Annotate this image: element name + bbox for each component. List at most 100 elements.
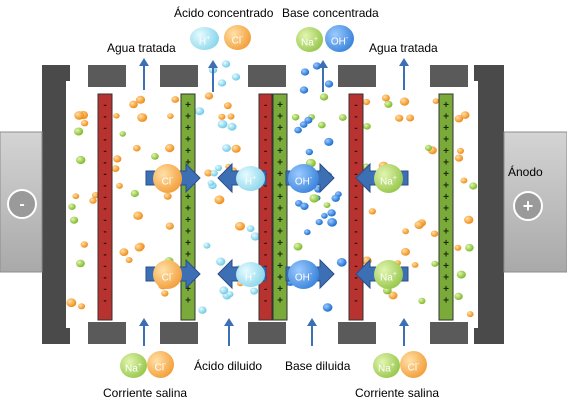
membrane-minus-sign: -	[264, 284, 267, 295]
chloride-particle	[223, 102, 232, 110]
membrane-minus-sign: -	[103, 181, 106, 192]
membrane-plus-sign: +	[277, 146, 283, 157]
membrane-plus-sign: +	[443, 123, 449, 134]
hydroxide-particle	[315, 219, 323, 226]
membrane-minus-sign: -	[354, 146, 357, 157]
chloride-particle	[381, 94, 390, 102]
na-ion-bottom-left: Na+	[120, 353, 147, 378]
proton-particle	[250, 287, 259, 295]
h-ion-top: H+	[190, 27, 219, 50]
chloride-particle	[399, 97, 410, 106]
chloride-particle	[116, 182, 123, 189]
membrane-plus-sign: +	[185, 192, 191, 203]
treated-water-left-arrow-head	[139, 58, 149, 66]
membrane-plus-sign: +	[277, 261, 283, 272]
spacer-bottom	[430, 322, 468, 344]
sodium-particle	[363, 123, 371, 130]
membrane-plus-sign: +	[277, 296, 283, 307]
membrane-minus-sign: -	[354, 215, 357, 226]
membrane-minus-sign: -	[264, 227, 267, 238]
sodium-particle	[76, 155, 86, 165]
chloride-particle	[72, 193, 80, 200]
hydroxide-particle	[300, 68, 310, 76]
membrane-minus-sign: -	[354, 204, 357, 215]
membrane-minus-sign: -	[103, 123, 106, 134]
right-frame-wall	[478, 65, 504, 344]
chloride-particle	[125, 257, 133, 263]
base-concentrated-label: Base concentrada	[282, 6, 379, 20]
membrane-minus-sign: -	[354, 261, 357, 272]
chloride-particle	[163, 192, 172, 200]
acid-diluted-inlet-arrow-head	[224, 318, 234, 326]
chloride-particle	[133, 211, 144, 220]
spacer-bottom	[338, 322, 376, 344]
membrane-plus-sign: +	[185, 250, 191, 261]
hydroxide-particle	[300, 202, 309, 210]
hydroxide-particle	[321, 212, 328, 219]
membrane-minus-sign: -	[103, 273, 106, 284]
membrane-minus-sign: -	[264, 215, 267, 226]
membrane-plus-sign: +	[443, 250, 449, 261]
sodium-particle	[74, 127, 84, 136]
saline-stream-right-label: Corriente salina	[355, 386, 440, 400]
membrane-minus-sign: -	[103, 250, 106, 261]
membrane-plus-sign: +	[277, 123, 283, 134]
oh-ion-lower: OH-	[288, 260, 319, 289]
chloride-particle	[460, 111, 470, 119]
acid-diluted-label: Ácido diluido	[194, 359, 263, 373]
frame-lip	[474, 328, 478, 344]
spacer-bottom	[88, 322, 126, 344]
saline-inlet-left-arrow-head	[139, 318, 149, 326]
membrane-plus-sign: +	[443, 181, 449, 192]
membrane-plus-sign: +	[185, 296, 191, 307]
membrane-plus-sign: +	[185, 112, 191, 123]
sodium-particle	[293, 242, 303, 251]
chloride-particle	[231, 144, 241, 153]
membrane-minus-sign: -	[103, 112, 106, 123]
sodium-particle	[338, 114, 347, 121]
membrane-minus-sign: -	[103, 296, 106, 307]
membrane-minus-sign: -	[103, 158, 106, 169]
base-diluted-inlet-arrow-head	[307, 318, 317, 326]
membrane-plus-sign: +	[185, 215, 191, 226]
membrane-plus-sign: +	[277, 112, 283, 123]
sodium-particle	[68, 203, 76, 210]
proton-particle	[217, 79, 227, 87]
membrane-minus-sign: -	[354, 192, 357, 203]
membrane-plus-sign: +	[185, 238, 191, 249]
chloride-particle	[401, 248, 410, 256]
spacer-bottom	[160, 322, 198, 344]
sodium-particle	[130, 189, 139, 198]
membrane-plus-sign: +	[277, 204, 283, 215]
proton-particle	[215, 164, 222, 172]
chloride-particle	[402, 228, 409, 235]
hydroxide-particle	[299, 86, 309, 94]
base-diluted-label: Base diluida	[285, 359, 351, 373]
saline-inlet-right-arrow-head	[399, 318, 409, 326]
hydroxide-particle	[336, 258, 347, 267]
membrane-minus-sign: -	[354, 296, 357, 307]
treated-water-right-arrow-head	[399, 58, 409, 66]
sodium-particle	[319, 93, 329, 101]
membrane-minus-sign: -	[264, 146, 267, 157]
base-concentrated-arrow-head	[318, 60, 328, 68]
proton-particle	[210, 170, 218, 177]
sodium-particle	[323, 202, 331, 209]
membrane-minus-sign: -	[103, 100, 106, 111]
hydroxide-particle	[324, 80, 334, 88]
chloride-particle	[80, 241, 89, 248]
membrane-plus-sign: +	[185, 135, 191, 146]
cl-ion-bottom-right: Cl-	[400, 351, 427, 378]
chloride-particle	[77, 303, 86, 310]
membrane-plus-sign: +	[185, 284, 191, 295]
cathode-sign: -	[19, 196, 24, 213]
h-ion-upper: H+	[236, 166, 265, 191]
saline-stream-left-label: Corriente salina	[103, 386, 188, 400]
oh-ion-top: OH-	[325, 25, 354, 52]
chloride-particle	[204, 92, 214, 100]
membrane-minus-sign: -	[264, 100, 267, 111]
chloride-particle	[457, 147, 464, 154]
chloride-particle	[218, 113, 226, 120]
membrane-minus-sign: -	[264, 296, 267, 307]
membrane-plus-sign: +	[277, 215, 283, 226]
